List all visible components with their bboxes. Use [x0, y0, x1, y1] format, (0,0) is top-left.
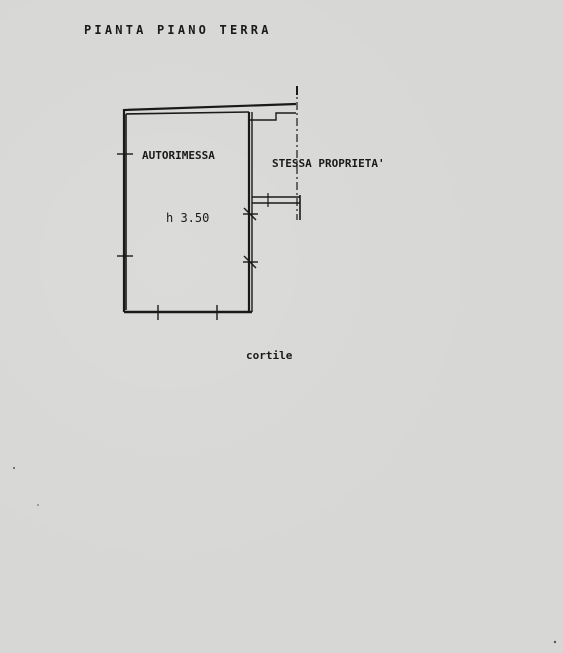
courtyard-label: cortile: [246, 349, 293, 362]
adjacent-property-label: STESSA PROPRIETA': [272, 157, 385, 170]
scan-specks: [13, 467, 557, 644]
room-height-label: h 3.50: [166, 211, 209, 225]
drawing-title: PIANTA PIANO TERRA: [84, 23, 272, 37]
room-label-autorimessa: AUTORIMESSA: [142, 149, 215, 162]
opening-tick-marks: [117, 153, 258, 320]
side-passage: [252, 193, 301, 220]
garage-walls: [122, 102, 297, 314]
